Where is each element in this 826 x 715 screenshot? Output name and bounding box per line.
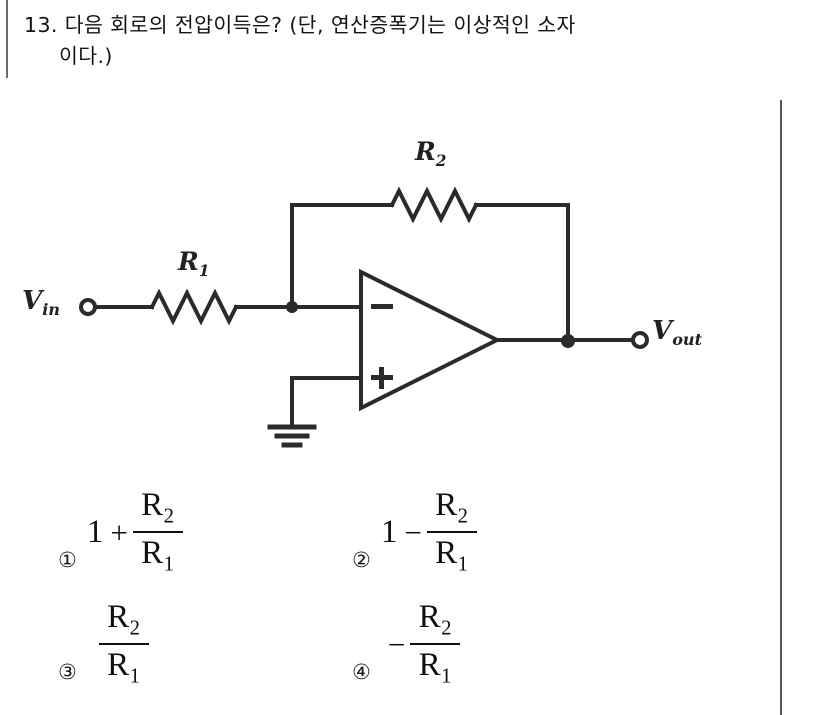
output-voltage-label: Vout — [652, 316, 702, 349]
answer-2-lead: 1 — [380, 513, 398, 550]
answer-1-fraction-bar — [132, 531, 183, 534]
output-junction-node — [561, 334, 575, 348]
answer-expression-2: 1 − R2 R1 — [381, 488, 477, 577]
output-terminal-circle — [631, 331, 649, 349]
output-voltage-subscript: out — [672, 330, 703, 350]
resistor-r1-label: R1 — [178, 247, 210, 280]
answer-marker-1: ① — [58, 547, 77, 572]
answer-2-numerator: R2 — [435, 487, 469, 528]
answer-2-operator: − — [404, 514, 422, 550]
circuit-svg — [79, 186, 649, 448]
answer-3-fraction-bar — [98, 643, 149, 646]
answer-4-fraction: R2 R1 — [410, 599, 461, 689]
answer-1-numerator: R2 — [141, 487, 175, 528]
answer-choice-2[interactable]: ② 1 − R2 R1 — [352, 488, 477, 577]
answer-2-fraction-bar — [426, 531, 477, 534]
resistor-r2-symbol-text: R — [415, 137, 436, 166]
answer-4-numerator: R2 — [418, 599, 453, 640]
answer-1-denominator: R1 — [141, 535, 175, 576]
inverting-input-minus-icon — [371, 304, 393, 309]
question-number: 13. — [24, 13, 58, 37]
answer-marker-4: ④ — [352, 659, 371, 684]
answer-choice-1[interactable]: ① 1 + R2 R1 — [58, 488, 183, 577]
answer-3-numerator: R2 — [107, 599, 141, 640]
question-line-2: 이다.) — [59, 44, 113, 68]
answer-2-denominator: R1 — [435, 535, 469, 576]
answer-marker-2: ② — [352, 547, 371, 572]
resistor-r2-symbol — [389, 186, 479, 224]
input-terminal-circle — [79, 298, 97, 316]
circuit-diagram: Vin Vout R1 R2 — [0, 95, 780, 470]
resistor-r2-label: R2 — [415, 137, 447, 170]
answer-4-operator: − — [387, 626, 406, 662]
right-margin-rule — [780, 100, 782, 715]
answer-choice-4[interactable]: ④ − R2 R1 — [352, 599, 461, 689]
answer-3-denominator: R1 — [107, 647, 141, 688]
opamp-triangle — [359, 268, 502, 412]
answer-choices: ① 1 + R2 R1 ② 1 − R2 R1 ③ — [0, 470, 780, 715]
resistor-r1-symbol-text: R — [178, 247, 199, 276]
answer-choice-3[interactable]: ③ R2 R1 — [58, 600, 149, 689]
left-margin-rule — [6, 0, 8, 78]
input-voltage-symbol: V — [22, 286, 43, 316]
resistor-r1-subscript: 1 — [198, 261, 210, 280]
answer-marker-3: ③ — [58, 659, 77, 684]
answer-1-operator: + — [110, 514, 128, 550]
answer-4-fraction-bar — [410, 643, 461, 646]
answer-expression-1: 1 + R2 R1 — [87, 488, 183, 577]
answer-expression-4: − R2 R1 — [381, 599, 461, 689]
answer-1-lead: 1 — [86, 513, 104, 550]
answer-3-fraction: R2 R1 — [98, 599, 149, 689]
resistor-r1-symbol — [149, 288, 239, 326]
output-voltage-symbol: V — [652, 316, 673, 346]
input-voltage-label: Vin — [22, 286, 60, 319]
noninverting-input-plus-icon-v — [379, 367, 384, 389]
question-text: 13. 다음 회로의 전압이득은? (단, 연산증폭기는 이상적인 소자 이다.… — [24, 10, 754, 72]
answer-1-fraction: R2 R1 — [132, 487, 183, 577]
answer-2-fraction: R2 R1 — [426, 487, 477, 577]
input-voltage-subscript: in — [42, 300, 61, 320]
answer-expression-3: R2 R1 — [87, 600, 149, 689]
answer-4-denominator: R1 — [418, 647, 453, 688]
resistor-r2-subscript: 2 — [435, 151, 447, 170]
question-line-1: 다음 회로의 전압이득은? (단, 연산증폭기는 이상적인 소자 — [64, 13, 576, 37]
